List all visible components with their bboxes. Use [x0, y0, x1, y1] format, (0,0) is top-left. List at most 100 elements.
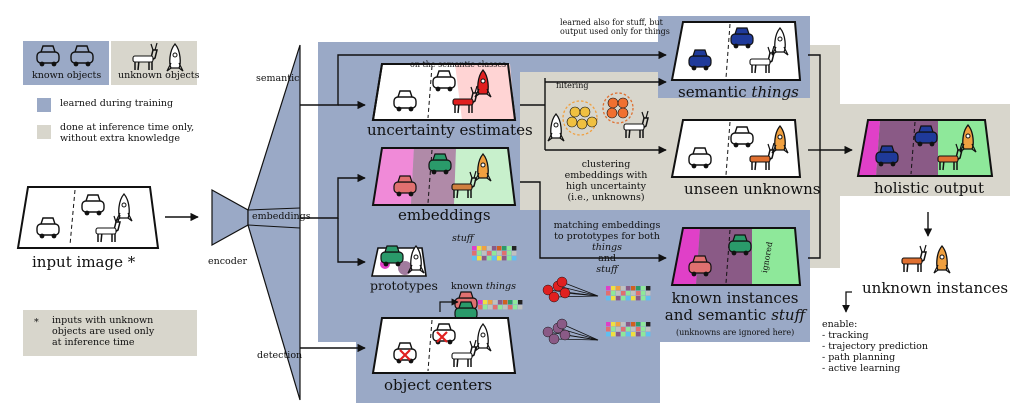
embedding-swatch	[646, 332, 651, 337]
embedding-swatch	[503, 300, 508, 305]
embedding-swatch	[646, 291, 651, 296]
embedding-swatch	[616, 296, 621, 301]
embedding-swatch	[626, 291, 631, 296]
embedding-swatch	[606, 286, 611, 291]
embedding-point	[548, 333, 560, 345]
embedding-swatch	[508, 305, 513, 310]
uncertainty-label: uncertainty estimates	[367, 121, 533, 139]
embedding-swatch	[483, 305, 488, 310]
embedding-swatch	[641, 332, 646, 337]
legend-unknown-label: unknown objects	[118, 70, 200, 81]
embedding-swatch	[646, 286, 651, 291]
on-semantic-label: on the semantic classes	[410, 60, 507, 69]
encoder-arrows	[300, 50, 667, 353]
embedding-swatch	[631, 322, 636, 327]
embedding-swatch	[606, 291, 611, 296]
embedding-swatch	[621, 327, 626, 332]
prototypes-label: prototypes	[370, 278, 438, 293]
embedding-swatch	[493, 300, 498, 305]
input-image-label: input image *	[32, 253, 136, 271]
embedding-swatch	[478, 300, 483, 305]
embedding-swatch	[626, 322, 631, 327]
embedding-swatch	[611, 322, 616, 327]
top-note-line: output used only for things	[560, 27, 670, 37]
embedding-swatch	[631, 332, 636, 337]
embedding-swatch	[502, 246, 507, 251]
clustering-line: clustering	[581, 159, 631, 170]
embedding-swatch	[616, 286, 621, 291]
embedding-swatch	[646, 322, 651, 327]
embedding-swatch	[611, 286, 616, 291]
known-instances-label: known instances and semantic stuff	[660, 289, 810, 325]
embedding-swatch	[611, 327, 616, 332]
embedding-swatch	[631, 286, 636, 291]
embedding-swatch	[478, 305, 483, 310]
embedding-swatch	[472, 251, 477, 256]
object-centers-panel	[371, 317, 517, 374]
legend-known-label: known objects	[32, 70, 102, 81]
matching-line: matching embeddings	[553, 220, 661, 231]
rocket-icon	[933, 245, 951, 274]
branch-detection-label: detection	[257, 350, 303, 361]
filtering-label: filtering	[556, 81, 589, 90]
embedding-swatch	[641, 322, 646, 327]
embedding-point	[559, 329, 571, 341]
embedding-swatch	[636, 296, 641, 301]
matching-line-3: things and stuff	[548, 242, 666, 276]
match-line	[561, 281, 599, 297]
inference-legend-swatch	[37, 125, 51, 139]
embedding-swatch	[487, 251, 492, 256]
known-things-label: known things	[451, 281, 516, 293]
unseen-unknowns-label: unseen unknowns	[684, 180, 821, 198]
embedding-swatch	[477, 246, 482, 251]
matching-arrow	[520, 181, 667, 263]
embedding-swatch	[488, 300, 493, 305]
match-line	[557, 285, 599, 297]
embedding-swatch	[492, 256, 497, 261]
embedding-swatch	[512, 246, 517, 251]
enable-title: enable:	[822, 319, 858, 330]
embedding-swatch	[646, 296, 651, 301]
embedding-swatch	[508, 300, 513, 305]
embedding-swatch	[631, 327, 636, 332]
embeddings-panel	[371, 147, 517, 206]
stuff-swatches	[472, 246, 517, 261]
match-line	[553, 295, 599, 298]
embedding-swatch	[616, 327, 621, 332]
things-word: things	[751, 83, 799, 101]
embedding-swatch	[502, 251, 507, 256]
embedding-swatch	[493, 305, 498, 310]
embedding-swatch	[497, 256, 502, 261]
embedding-swatch	[606, 322, 611, 327]
embedding-swatch	[621, 332, 626, 337]
embedding-swatch	[512, 251, 517, 256]
note-line: at inference time	[52, 336, 135, 348]
clustering-line: high uncertainty	[566, 180, 646, 192]
embedding-swatch	[631, 296, 636, 301]
embedding-swatch	[472, 246, 477, 251]
learned-legend-swatch	[37, 98, 51, 112]
embedding-point	[548, 291, 560, 303]
note-star: *	[34, 317, 39, 328]
top-note: learned also for stuff, but output used …	[560, 18, 670, 37]
embedding-swatch	[482, 256, 487, 261]
holistic-output-label: holistic output	[874, 179, 984, 197]
match-line	[553, 338, 599, 341]
arrow	[439, 298, 459, 312]
embedding-swatch	[616, 291, 621, 296]
uncertainty-panel	[371, 63, 517, 121]
semantic-things-panel	[670, 21, 802, 81]
clustering-line: embeddings with	[564, 169, 648, 181]
note-box	[23, 310, 197, 356]
embedding-swatch	[606, 327, 611, 332]
encoder	[211, 44, 301, 401]
embedding-swatch	[513, 305, 518, 310]
embedding-swatch	[616, 332, 621, 337]
embedding-swatch	[621, 322, 626, 327]
semantic-prefix: semantic	[678, 83, 747, 101]
match-line	[561, 323, 599, 341]
semantic-prefix: and semantic	[664, 306, 767, 325]
known-prefix: known	[451, 281, 483, 292]
embedding-swatch	[636, 291, 641, 296]
embeddings-label: embeddings	[398, 206, 491, 224]
